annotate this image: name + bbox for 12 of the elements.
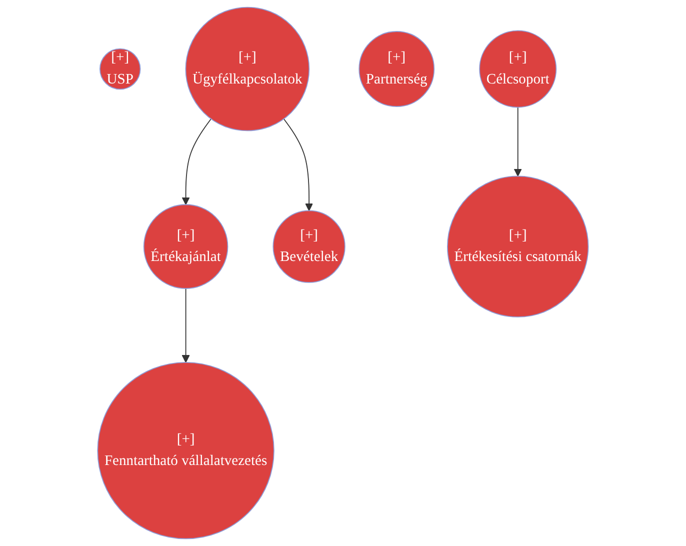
node-circle: [+] Értékesítési csatornák — [447, 176, 589, 318]
node-circle: [+] Partnerség — [358, 31, 435, 107]
arrow — [514, 106, 522, 177]
node-circle: [+] Értékajánlat — [143, 204, 228, 289]
arrow — [182, 288, 190, 363]
arrow — [182, 118, 212, 205]
arrow — [283, 118, 314, 212]
node-circle: [+] USP — [100, 48, 141, 90]
node-circle: [+] Bevételek — [272, 210, 346, 283]
node-circle: [+] Célcsoport — [479, 30, 557, 108]
node-circle: [+] Fenntartható vállalatvezetés — [97, 362, 274, 540]
node-circle: [+] Ügyfélkapcsolatok — [185, 6, 310, 132]
